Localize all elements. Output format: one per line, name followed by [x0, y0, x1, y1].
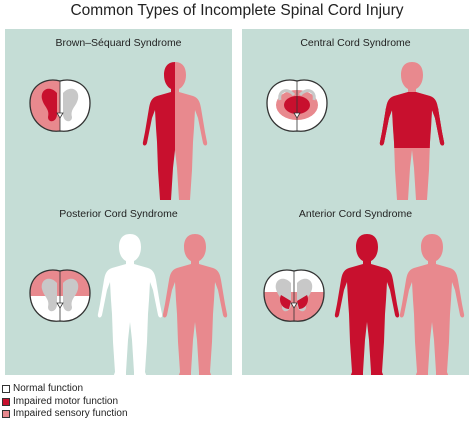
spinal-cord-cross-section — [266, 79, 328, 132]
spinal-cord-cross-section — [29, 269, 91, 322]
body-figure-sensory — [162, 234, 228, 375]
legend-label: Impaired motor function — [13, 395, 119, 407]
panel-central-cord: Central Cord Syndrome — [242, 29, 469, 204]
body-figure — [379, 62, 445, 204]
panel-title: Central Cord Syndrome — [300, 37, 411, 49]
body-figure-motor — [334, 234, 400, 375]
body-figure — [142, 62, 208, 204]
legend-item-sensory: Impaired sensory function — [2, 408, 128, 421]
legend-swatch — [2, 410, 10, 419]
panel-anterior-cord: Anterior Cord Syndrome — [242, 200, 469, 375]
legend-swatch — [2, 397, 10, 406]
legend-label: Impaired sensory function — [13, 408, 128, 419]
legend-item-motor: Impaired motor function — [2, 396, 128, 409]
panel-title: Anterior Cord Syndrome — [298, 208, 413, 220]
body-figure-sensory — [399, 234, 465, 375]
figure-title: Common Types of Incomplete Spinal Cord I… — [70, 2, 404, 19]
legend-swatch — [2, 385, 10, 394]
body-figure-motor — [97, 234, 163, 375]
panel-posterior-cord: Posterior Cord Syndrome — [5, 200, 232, 375]
panel-title: Posterior Cord Syndrome — [59, 208, 178, 220]
panel-title: Brown–Séquard Syndrome — [55, 37, 182, 49]
panel-brown-sequard: Brown–Séquard Syndrome — [5, 29, 232, 204]
spinal-cord-cross-section — [29, 79, 91, 132]
legend: Normal function Impaired motor function … — [2, 383, 128, 421]
legend-item-normal: Normal function — [2, 383, 128, 396]
spinal-cord-cross-section — [263, 269, 325, 322]
legend-label: Normal function — [13, 383, 84, 394]
